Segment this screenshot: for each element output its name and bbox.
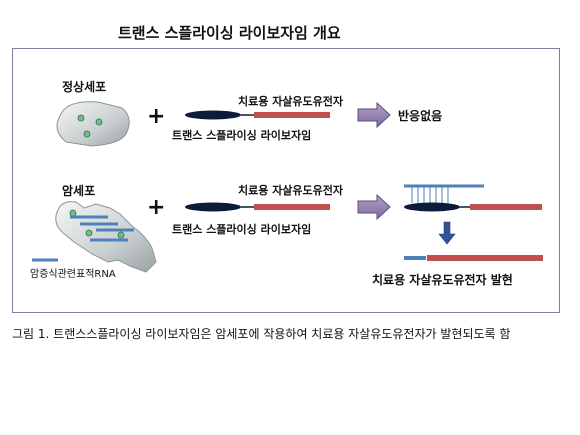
target-rna-label: 암증식관련표적RNA	[30, 269, 116, 280]
plus-sign: +	[147, 104, 166, 129]
normal-cell-icon	[56, 101, 130, 147]
gene-label: 치료용 자살유도유전자	[238, 184, 344, 197]
ribozyme-label: 트랜스 스플라이싱 라이보자임	[172, 129, 312, 142]
reaction-arrow	[357, 193, 391, 221]
gene-bar	[254, 112, 330, 118]
target-rna-complex	[404, 184, 542, 212]
normal-cell-label: 정상세포	[62, 80, 107, 94]
ribozyme-label: 트랜스 스플라이싱 라이보자임	[172, 223, 312, 236]
ribozyme-shape	[185, 202, 241, 212]
diagram-title: 트랜스 스플라이싱 라이보자임 개요	[118, 24, 341, 42]
expressed-gene-bar	[427, 255, 543, 261]
expression-label: 치료용 자살유도유전자 발현	[372, 273, 513, 287]
gene-label: 치료용 자살유도유전자	[238, 95, 344, 108]
plus-sign: +	[147, 195, 166, 220]
ribozyme-shape	[185, 110, 241, 120]
reaction-arrow	[357, 101, 391, 129]
diagram-frame	[12, 48, 560, 313]
figure-caption: 그림 1. 트랜스스플라이싱 라이보자임은 암세포에 작용하여 치료용 자살유도…	[12, 327, 511, 341]
gene-bar	[254, 204, 330, 210]
cancer-cell-icon	[55, 201, 157, 273]
down-arrow	[438, 221, 456, 245]
no-reaction-label: 반응없음	[398, 109, 443, 123]
cancer-cell-label: 암세포	[62, 184, 96, 198]
